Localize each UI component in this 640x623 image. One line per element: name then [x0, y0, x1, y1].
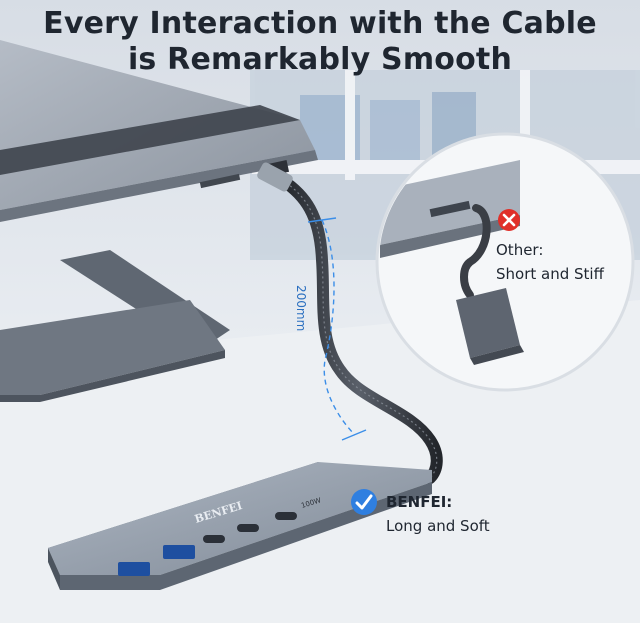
other-cable-caption: Other: Short and Stiff — [496, 238, 626, 286]
headline-line-1: Every Interaction with the Cable — [43, 6, 597, 41]
red-cross-icon — [498, 209, 520, 231]
usb-c-port-2 — [237, 524, 259, 532]
usb-a-port-2 — [163, 545, 195, 559]
headline: Every Interaction with the Cable is Rema… — [0, 6, 640, 78]
cable-length-dimension — [307, 217, 367, 441]
usb-c-port-1 — [203, 535, 225, 543]
benfei-caption-title: BENFEI: — [386, 493, 453, 511]
laptop — [0, 40, 318, 222]
other-caption-title: Other: — [496, 241, 544, 259]
usb-hub — [48, 462, 432, 590]
comparison-inset — [375, 132, 635, 392]
usb-a-port-1 — [118, 562, 150, 576]
blue-check-icon — [351, 489, 377, 515]
benfei-cable-caption: BENFEI: Long and Soft — [386, 490, 586, 538]
cable-length-label: 200mm — [294, 285, 308, 331]
headline-line-2: is Remarkably Smooth — [127, 42, 513, 77]
other-caption-desc: Short and Stiff — [496, 265, 604, 283]
usb-c-plug — [257, 162, 293, 192]
benfei-caption-desc: Long and Soft — [386, 517, 490, 535]
usb-c-port-3 — [275, 512, 297, 520]
laptop-stand — [0, 250, 230, 402]
